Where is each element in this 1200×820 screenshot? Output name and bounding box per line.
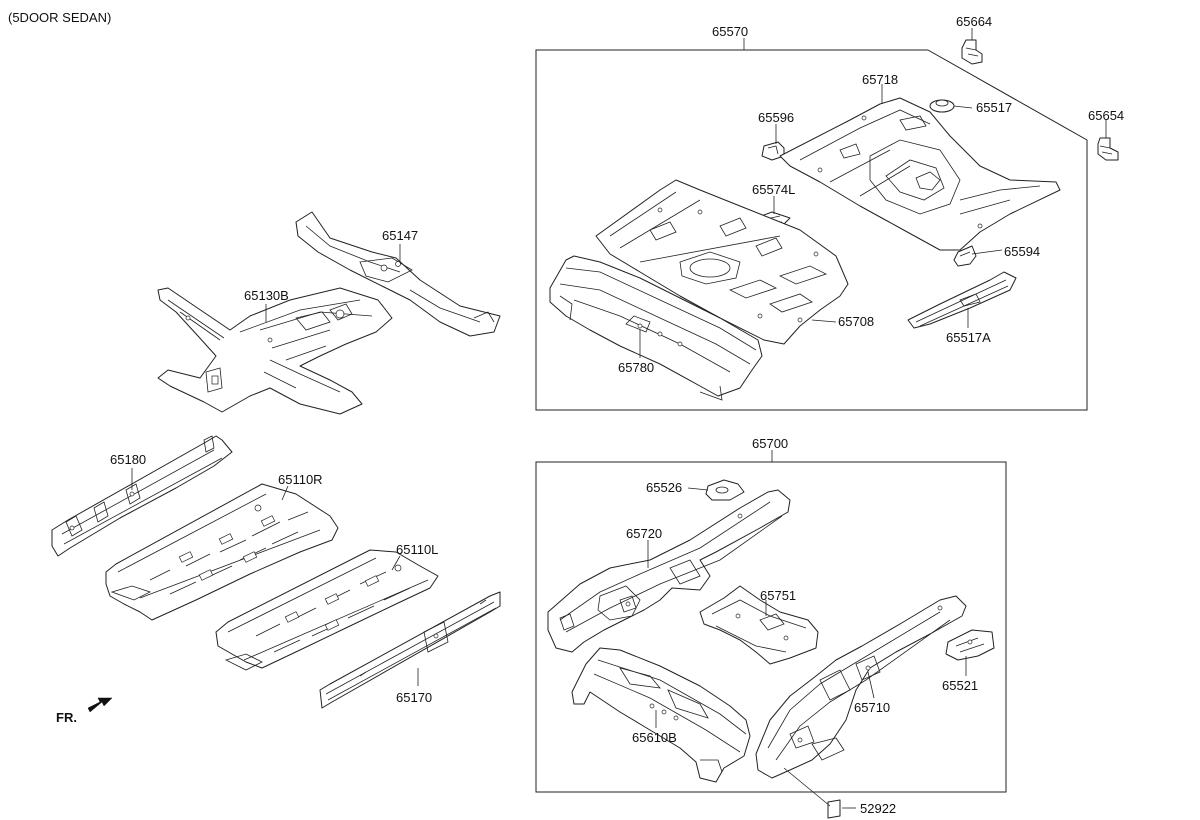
label-65751: 65751 (760, 588, 796, 603)
part-65170-drawing (319, 591, 501, 709)
label-65664: 65664 (956, 14, 992, 29)
label-65654: 65654 (1088, 108, 1124, 123)
label-65594: 65594 (1004, 244, 1040, 259)
part-65521-drawing (945, 629, 995, 661)
part-65526-drawing (705, 479, 745, 501)
part-65517a-drawing (907, 271, 1017, 329)
part-65517-drawing (929, 99, 955, 113)
leader-65594 (971, 249, 1003, 255)
label-65708: 65708 (838, 314, 874, 329)
part-65594-drawing (953, 245, 977, 267)
label-65718: 65718 (862, 72, 898, 87)
label-65180: 65180 (110, 452, 146, 467)
label-65596: 65596 (758, 110, 794, 125)
label-65110l: 65110L (396, 542, 438, 557)
front-arrow-icon (87, 697, 113, 713)
part-65110l-drawing (215, 549, 439, 671)
label-65570: 65570 (712, 24, 748, 39)
label-65574l: 65574L (752, 182, 795, 197)
label-65130b: 65130B (244, 288, 289, 303)
part-65780-drawing (549, 255, 763, 401)
label-65110r: 65110R (278, 472, 323, 487)
label-65710: 65710 (854, 700, 890, 715)
group-box-65700 (535, 461, 1007, 793)
part-65708-drawing (595, 179, 849, 345)
label-65517: 65517 (976, 100, 1012, 115)
variant-label: (5DOOR SEDAN) (8, 10, 111, 25)
part-65654-drawing (1097, 137, 1119, 161)
label-65147: 65147 (382, 228, 418, 243)
leader-65517 (953, 105, 973, 109)
part-65710-drawing (755, 595, 967, 779)
label-65526: 65526 (646, 480, 682, 495)
label-65720: 65720 (626, 526, 662, 541)
part-65664-drawing (961, 39, 983, 65)
label-65170: 65170 (396, 690, 432, 705)
leader-65526 (687, 487, 709, 491)
label-65521: 65521 (942, 678, 978, 693)
part-65751-drawing (699, 585, 819, 665)
label-52922: 52922 (860, 801, 896, 816)
part-65718-drawing (779, 97, 1061, 251)
part-65610b-drawing (571, 647, 751, 783)
label-65780: 65780 (618, 360, 654, 375)
label-65700: 65700 (752, 436, 788, 451)
group-box-65570 (535, 49, 1088, 411)
part-65130b-drawing (157, 287, 393, 415)
leader-65110r (281, 485, 289, 501)
leader-65710 (867, 671, 875, 699)
label-65517a: 65517A (946, 330, 991, 345)
part-65110r-drawing (105, 483, 339, 621)
part-65720-drawing (547, 489, 791, 653)
part-65180-drawing (51, 435, 233, 557)
leader-52922-a (783, 767, 831, 807)
part-52922-drawing (827, 799, 841, 819)
part-65147-drawing (295, 211, 501, 337)
leader-65708 (811, 319, 837, 323)
front-direction-indicator: FR. (56, 697, 113, 725)
front-label: FR. (56, 710, 77, 725)
label-65610b: 65610B (632, 730, 677, 745)
leader-65110l (391, 555, 401, 571)
